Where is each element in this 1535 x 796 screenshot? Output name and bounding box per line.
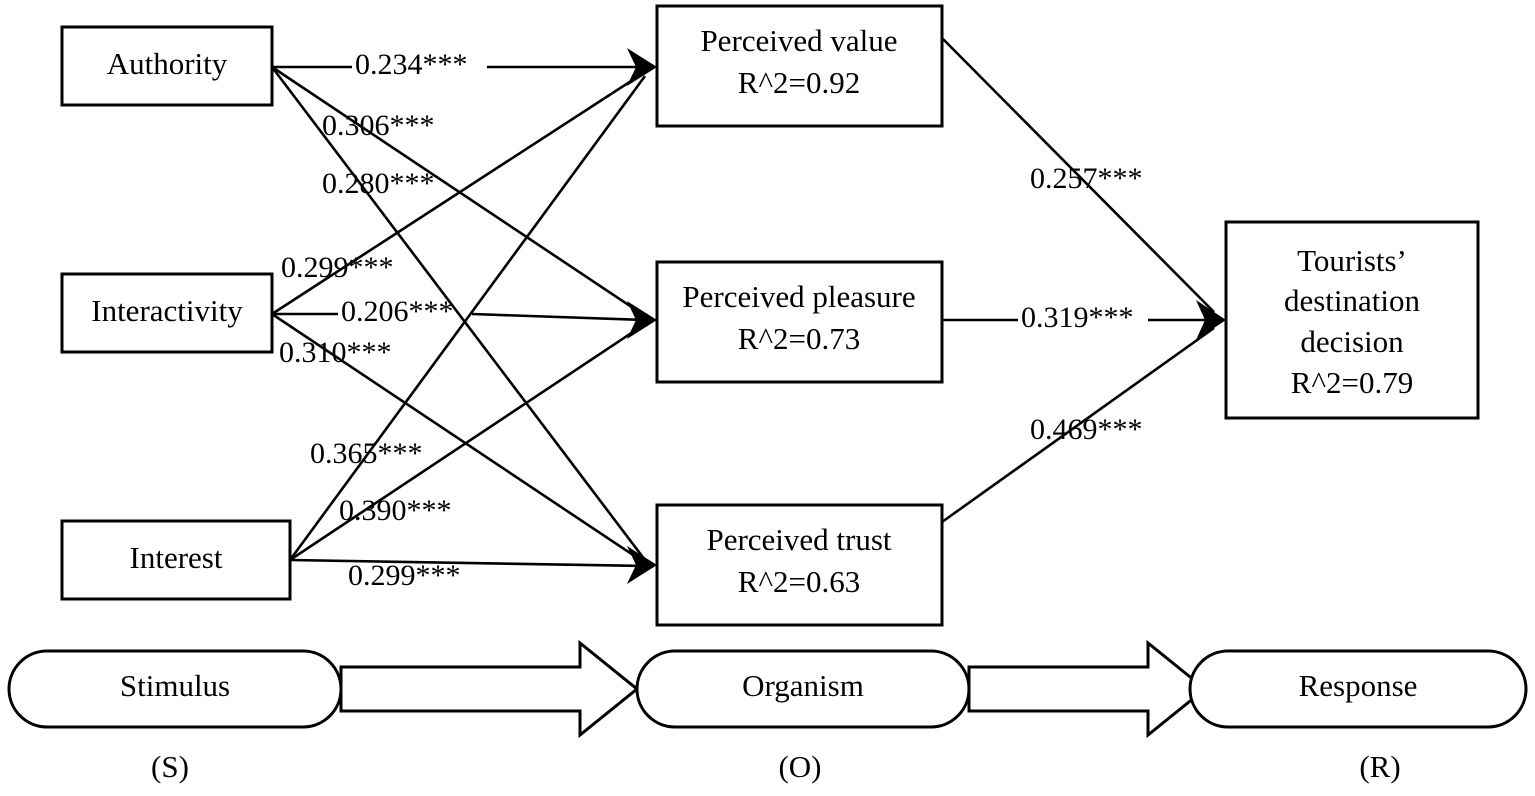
perceived-value-label: Perceived value xyxy=(700,23,897,58)
stimulus-label: Stimulus xyxy=(120,668,230,703)
destination-decision-box-outline xyxy=(1224,220,1480,420)
perceived-trust-label: Perceived trust xyxy=(706,522,891,557)
interactivity-box-outline xyxy=(60,272,274,354)
path-label-inter-value: 0.299*** xyxy=(281,251,394,284)
sor-stage-response: Response xyxy=(1188,649,1528,729)
stage-code-organism: (O) xyxy=(778,749,821,784)
path-line-inter-value xyxy=(271,70,646,316)
path-line-inter-pleasure-seg2 xyxy=(471,312,646,322)
arrowhead-into-perceived-value xyxy=(627,48,657,86)
interest-box-outline xyxy=(60,519,292,601)
path-label-inter-trust: 0.310*** xyxy=(279,336,392,369)
sor-stage-stimulus: Stimulus xyxy=(7,649,343,729)
destination-decision-r2: R^2=0.79 xyxy=(1291,365,1413,400)
path-label-value-dest: 0.257*** xyxy=(1030,162,1143,195)
path-label-pleasure-dest: 0.319*** xyxy=(1021,301,1134,334)
path-label-auth-pleasure: 0.306*** xyxy=(322,109,435,142)
construct-box-tourists-destination-decision: Tourists’ destination decision R^2=0.79 xyxy=(1224,220,1480,420)
arrowhead-into-perceived-pleasure xyxy=(627,301,657,339)
destination-decision-line3: decision xyxy=(1300,324,1404,359)
path-line-int-trust xyxy=(289,558,646,568)
path-label-inter-pleasure: 0.206*** xyxy=(341,295,454,328)
path-line-inter-trust xyxy=(271,312,646,565)
authority-box-outline xyxy=(60,25,274,107)
interactivity-label: Interactivity xyxy=(91,293,243,328)
path-line-int-value xyxy=(288,75,647,561)
path-line-int-pleasure xyxy=(289,322,646,562)
construct-box-perceived-trust: Perceived trust R^2=0.63 xyxy=(655,503,944,627)
construct-box-perceived-pleasure: Perceived pleasure R^2=0.73 xyxy=(655,260,944,384)
path-line-trust-dest xyxy=(941,326,1215,524)
construct-box-perceived-value: Perceived value R^2=0.92 xyxy=(655,4,944,128)
response-pill-outline xyxy=(1188,649,1528,729)
path-label-trust-dest: 0.469*** xyxy=(1030,413,1143,446)
arrowhead-into-perceived-trust xyxy=(627,546,657,584)
perceived-pleasure-box-outline xyxy=(655,260,944,384)
block-arrow-stimulus-to-organism xyxy=(339,639,640,739)
organism-label: Organism xyxy=(742,668,864,703)
stage-code-stimulus: (S) xyxy=(151,749,189,784)
path-line-value-dest xyxy=(941,37,1215,313)
perceived-value-r2: R^2=0.92 xyxy=(738,65,860,100)
stage-code-response: (R) xyxy=(1359,749,1400,784)
response-label: Response xyxy=(1299,668,1418,703)
construct-box-interactivity: Interactivity xyxy=(60,272,274,354)
perceived-trust-r2: R^2=0.63 xyxy=(738,564,860,599)
construct-box-authority: Authority xyxy=(60,25,274,107)
perceived-value-box-outline xyxy=(655,4,944,128)
path-line-auth-trust xyxy=(270,66,647,561)
arrowhead-into-destination-decision xyxy=(1196,300,1226,340)
construct-box-interest: Interest xyxy=(60,519,292,601)
path-label-int-trust: 0.299*** xyxy=(348,559,461,592)
path-label-auth-value: 0.234*** xyxy=(355,48,468,81)
perceived-pleasure-label: Perceived pleasure xyxy=(682,279,915,314)
path-label-int-pleasure: 0.390*** xyxy=(339,494,452,527)
block-arrow-organism-to-response xyxy=(967,639,1208,739)
destination-decision-line1: Tourists’ xyxy=(1297,243,1407,278)
path-label-int-value: 0.365*** xyxy=(310,437,423,470)
interest-label: Interest xyxy=(130,540,223,575)
perceived-pleasure-r2: R^2=0.73 xyxy=(738,321,860,356)
destination-decision-line2: destination xyxy=(1284,283,1421,318)
authority-label: Authority xyxy=(107,46,228,81)
path-label-auth-trust: 0.280*** xyxy=(322,167,435,200)
sor-stage-organism: Organism xyxy=(635,649,971,729)
